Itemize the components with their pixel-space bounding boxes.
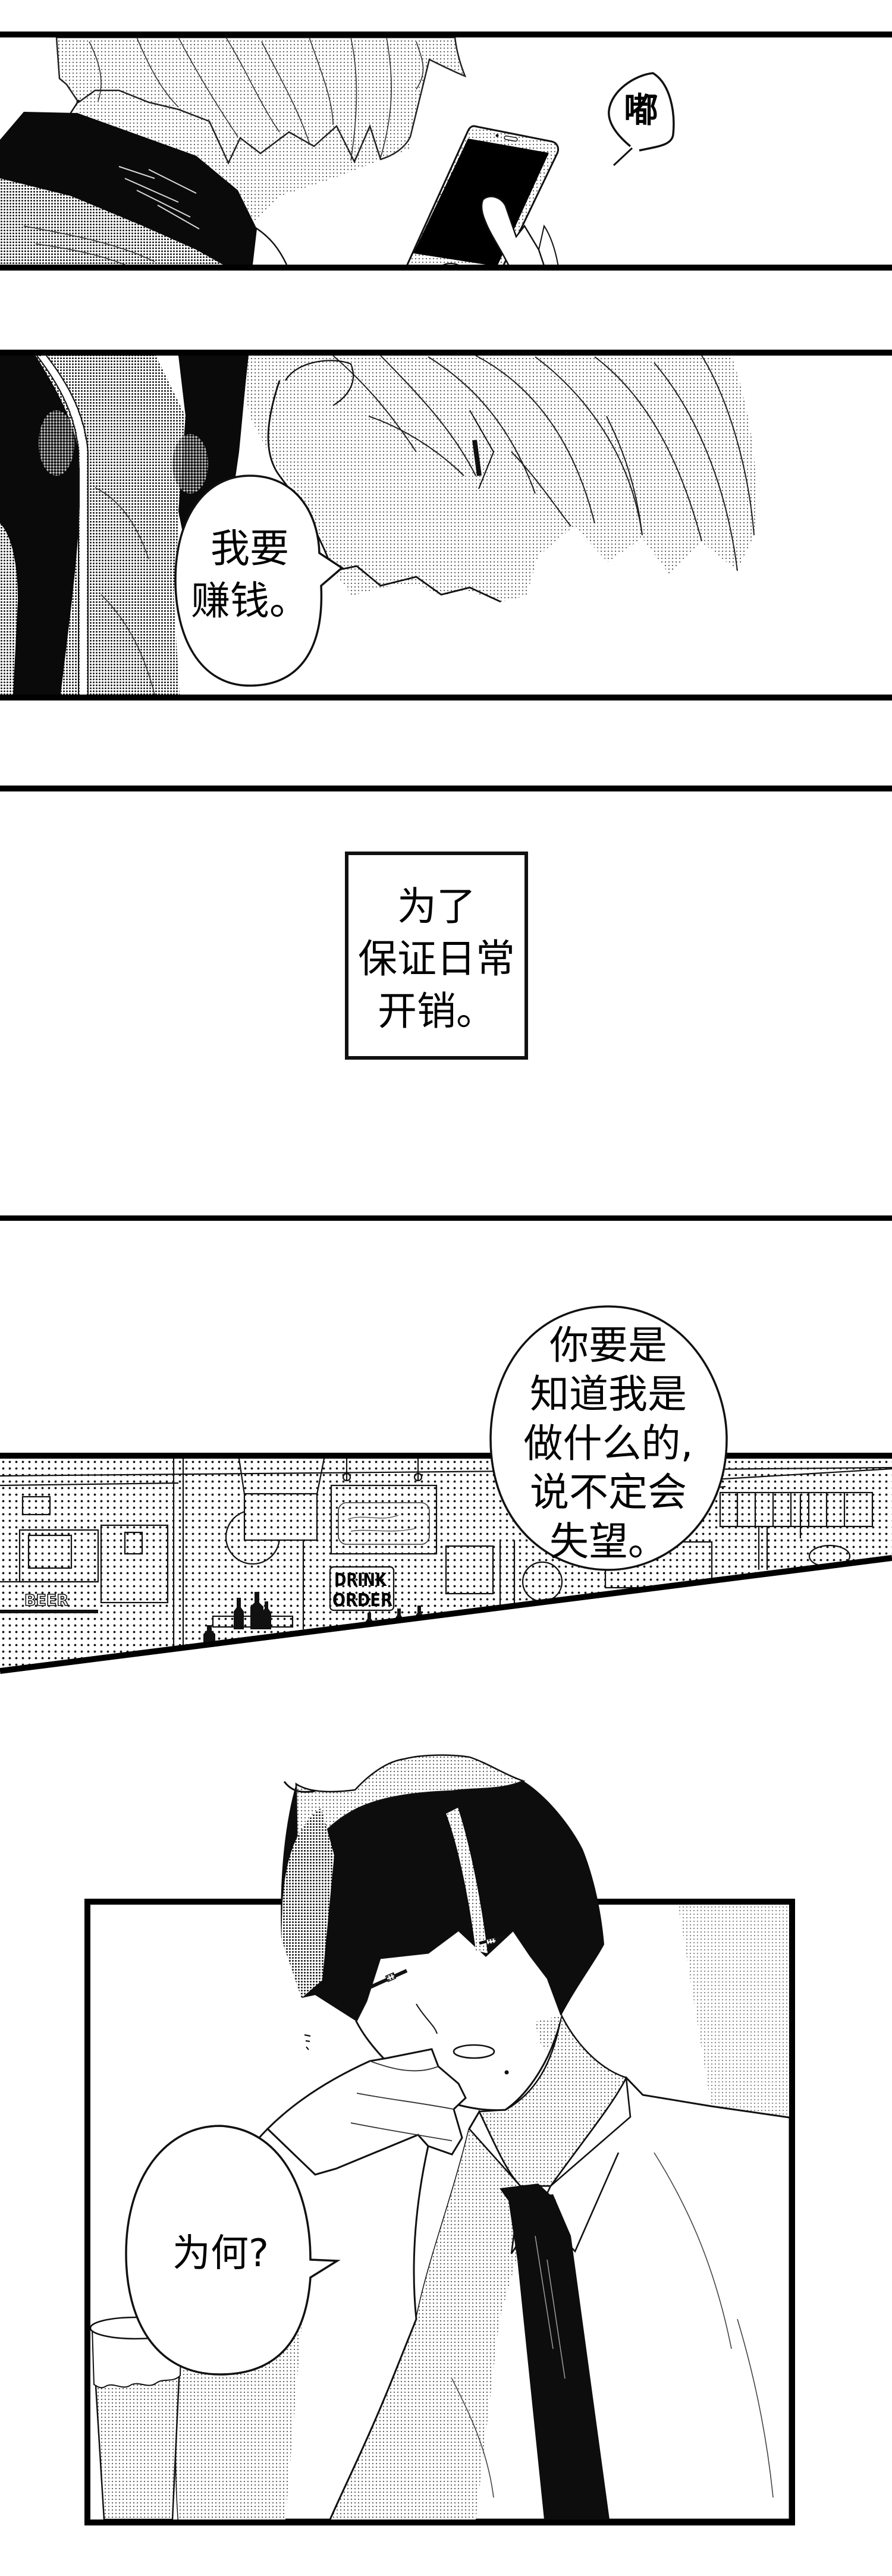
phone-screen bbox=[413, 139, 549, 265]
speech-bubble-text: 我要 赚钱。 bbox=[178, 523, 321, 627]
caption-box bbox=[345, 852, 528, 1060]
hair-black bbox=[281, 1755, 604, 2021]
beer-counter: BEER bbox=[0, 1591, 98, 1613]
tie-highlights bbox=[535, 2235, 566, 2379]
torso-shading bbox=[330, 2129, 523, 2520]
speech-bubble-text: 你要是 知道我是 做什么的, 说不定会 失望。 bbox=[489, 1321, 727, 1566]
bar-line-art bbox=[0, 1458, 892, 1665]
drink-order-line-2: ORDER bbox=[332, 1590, 392, 1611]
caption-line: 为了 bbox=[397, 884, 476, 929]
eye-left-iris bbox=[385, 1972, 397, 1983]
collar-edge-outline bbox=[36, 356, 89, 695]
sfx-bubble-shape bbox=[608, 72, 675, 167]
phone-home-button bbox=[442, 263, 459, 265]
sfx-text: 嘟 bbox=[623, 90, 658, 130]
sfx-bubble-text: 嘟 bbox=[611, 88, 671, 133]
hand-fist bbox=[266, 2048, 467, 2176]
nose-line bbox=[416, 2003, 438, 2034]
caption-text: 为了 保证日常 开销。 bbox=[347, 881, 526, 1038]
speech-bubble-line: 你要是 bbox=[549, 1322, 667, 1368]
shadow-gradient bbox=[172, 434, 208, 494]
speech-bubble-text: 为何? bbox=[161, 2235, 280, 2273]
speech-bubble-line: 我要 bbox=[211, 526, 289, 571]
coat-tone-left bbox=[0, 523, 18, 695]
speech-bubble-shape bbox=[174, 475, 344, 687]
panel-2-top-border bbox=[0, 350, 892, 356]
speech-bubble-shape bbox=[489, 1305, 728, 1571]
beer-sign-text: BEER bbox=[24, 1592, 68, 1610]
bubble-tail bbox=[613, 147, 633, 167]
hair-top-light bbox=[295, 1754, 526, 1874]
character-hair bbox=[281, 1754, 604, 2021]
background-tone bbox=[678, 1905, 789, 2117]
hair-strand-highlight bbox=[446, 1808, 488, 1953]
panel-1-top-border bbox=[0, 32, 892, 37]
panel-5 bbox=[84, 1754, 795, 2525]
face-hair-tone bbox=[238, 356, 756, 602]
thumb bbox=[480, 196, 545, 265]
hand-edge bbox=[538, 224, 559, 265]
speech-bubble-line: 做什么的, bbox=[523, 1420, 693, 1466]
panel-3-top-border bbox=[0, 786, 892, 791]
collar-edge bbox=[39, 356, 87, 695]
speech-bubble-line: 知道我是 bbox=[530, 1371, 687, 1418]
phone-speaker bbox=[504, 135, 518, 142]
shirt-fold-lines bbox=[95, 487, 155, 695]
shadow-gradient bbox=[39, 410, 74, 476]
eye bbox=[472, 439, 482, 476]
speech-bubble-line: 失望。 bbox=[549, 1518, 667, 1565]
speech-bubble-line: 说不定会 bbox=[530, 1469, 687, 1516]
panel-2-bottom-border bbox=[0, 695, 892, 700]
sound-marks bbox=[304, 2034, 311, 2050]
cowlick bbox=[283, 1781, 316, 1793]
panel-2 bbox=[0, 350, 892, 700]
panel-3 bbox=[0, 786, 892, 1221]
panel-1 bbox=[0, 32, 892, 271]
speech-bubble-line: 为何? bbox=[172, 2232, 269, 2276]
panel-3-bottom-border bbox=[0, 1215, 892, 1221]
bar-strip-top-border bbox=[0, 1453, 892, 1459]
necktie bbox=[508, 2194, 610, 2520]
phone-camera bbox=[495, 134, 499, 137]
speech-bubble-line: 赚钱。 bbox=[191, 578, 309, 624]
speech-bubble-shape bbox=[125, 2125, 341, 2376]
drink-order-line-1: DRINK bbox=[334, 1570, 387, 1591]
hanging-sign-1 bbox=[243, 1493, 318, 1541]
hair-black-band bbox=[178, 356, 249, 547]
collar-highlights bbox=[118, 166, 200, 230]
hanging-sign-2 bbox=[330, 1484, 438, 1555]
ear bbox=[285, 360, 354, 406]
hair-left-highlight bbox=[281, 1808, 334, 1998]
mole bbox=[504, 2070, 509, 2075]
hair-strands bbox=[332, 356, 755, 571]
bar-strip-bottom-border bbox=[0, 1555, 892, 1674]
smartphone bbox=[406, 125, 560, 265]
hair-strands bbox=[89, 37, 424, 161]
shirt-tone bbox=[0, 178, 223, 265]
caption-line: 开销。 bbox=[378, 988, 495, 1034]
jacket-collar bbox=[0, 112, 257, 265]
mouth bbox=[453, 2044, 495, 2059]
eye-socket bbox=[469, 410, 495, 489]
drink-order-sign: DRINK ORDER bbox=[329, 1566, 395, 1611]
panel-1-bottom-border bbox=[0, 265, 892, 271]
eye-right-iris bbox=[485, 1937, 497, 1946]
face-shading bbox=[535, 2015, 561, 2050]
shoulder-outline bbox=[252, 225, 288, 265]
shirt-fold-lines bbox=[451, 2152, 774, 2498]
shirt-tone bbox=[36, 356, 186, 695]
caption-line: 保证日常 bbox=[358, 936, 515, 982]
shirt-fold-lines bbox=[23, 225, 155, 265]
finger-lines bbox=[350, 2060, 454, 2141]
